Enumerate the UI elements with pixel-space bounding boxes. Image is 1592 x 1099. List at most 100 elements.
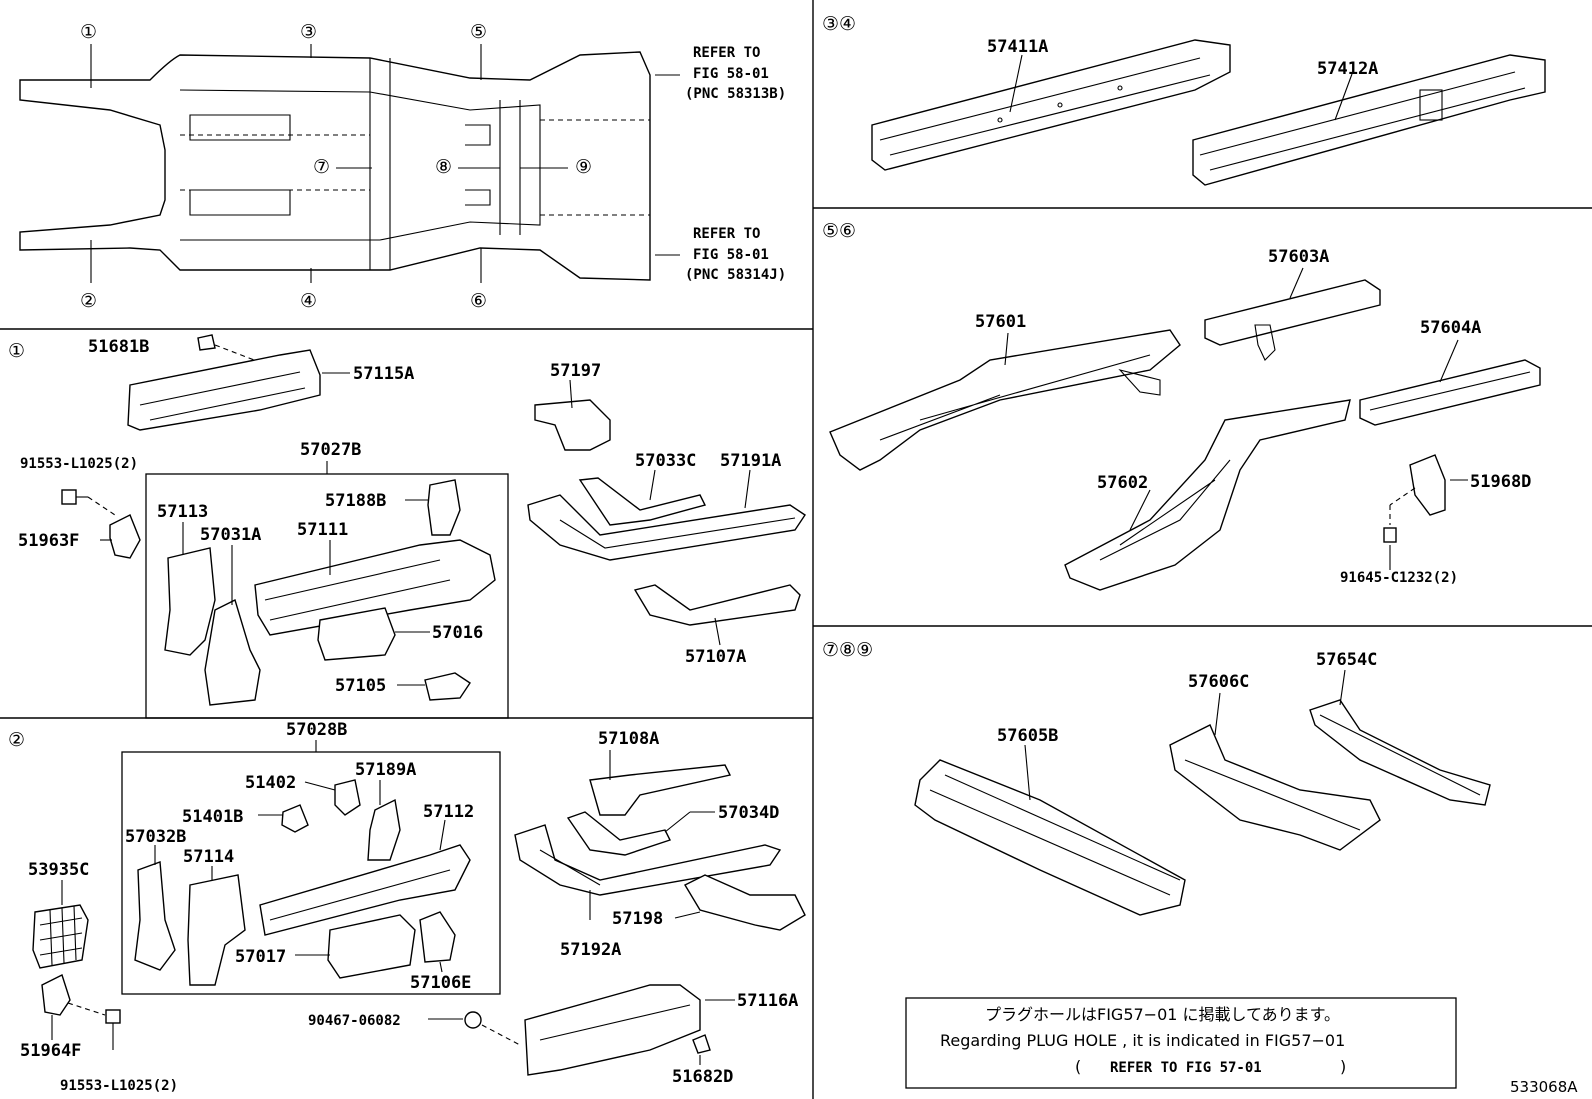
crossmember-57606C	[1169, 692, 1381, 851]
label-51964F: 51964F	[20, 1041, 81, 1061]
label-57603A: 57603A	[1268, 247, 1329, 267]
label-57115A: 57115A	[353, 364, 414, 384]
label-51681B: 51681B	[88, 337, 149, 357]
callout-7: ⑦	[313, 156, 330, 178]
label-57033C: 57033C	[635, 451, 696, 471]
rail-57412A	[1192, 54, 1546, 186]
plug-hole-note: プラグホールはFIG57−01 に掲載してあります。 Regarding PLU…	[905, 997, 1457, 1089]
bracket-51964F	[41, 974, 121, 1050]
label-57411A: 57411A	[987, 37, 1048, 57]
label-51682D: 51682D	[672, 1067, 733, 1087]
label-91553-b: 91553-L1025(2)	[60, 1078, 178, 1094]
label-51402: 51402	[245, 773, 296, 793]
label-57107A: 57107A	[685, 647, 746, 667]
label-57606C: 57606C	[1188, 672, 1249, 692]
illustration-code: 533068A	[1510, 1078, 1578, 1096]
bracket-57017	[295, 914, 416, 979]
bracket-51682D	[692, 1034, 711, 1065]
bolt-91553-1	[61, 489, 116, 516]
label-57605B: 57605B	[997, 726, 1058, 746]
member-57601	[829, 329, 1181, 471]
bracket-57032B	[134, 845, 176, 971]
label-57197: 57197	[550, 361, 601, 381]
label-57116A: 57116A	[737, 991, 798, 1011]
callout-5: ⑤	[470, 21, 487, 43]
bracket-57197	[534, 379, 611, 451]
label-57602: 57602	[1097, 473, 1148, 493]
member-57115A	[127, 349, 350, 431]
label-57034D: 57034D	[718, 803, 779, 823]
bracket-57189A	[367, 780, 401, 861]
callout-9: ⑨	[575, 156, 592, 178]
member-57034D	[566, 811, 715, 856]
label-57031A: 57031A	[200, 525, 261, 545]
bracket-51401B	[258, 804, 309, 833]
label-57106E: 57106E	[410, 973, 471, 993]
bracket-57016	[317, 607, 430, 661]
label-57032B: 57032B	[125, 827, 186, 847]
note-ref: REFER TO FIG 57-01	[1110, 1060, 1262, 1076]
bracket-51402	[304, 779, 361, 816]
section-label-56: ⑤⑥	[822, 220, 856, 242]
callout-6: ⑥	[470, 290, 487, 312]
callout-1: ①	[80, 21, 97, 43]
label-51968D: 51968D	[1470, 472, 1531, 492]
member-57033C	[578, 469, 707, 526]
label-57017: 57017	[235, 947, 286, 967]
member-57603A	[1204, 267, 1381, 361]
member-57604A	[1359, 339, 1541, 426]
bracket-51968D	[1383, 454, 1468, 570]
note-en: Regarding PLUG HOLE , it is indicated in…	[940, 1031, 1345, 1050]
section-label-2: ②	[8, 729, 25, 751]
bracket-57105	[397, 672, 471, 701]
callout-4: ④	[300, 290, 317, 312]
label-57191A: 57191A	[720, 451, 781, 471]
label-51963F: 51963F	[18, 531, 79, 551]
label-90467: 90467-06082	[308, 1013, 401, 1029]
bracket-57198	[674, 874, 806, 931]
member-57111	[254, 539, 496, 636]
section-label-1: ①	[8, 340, 25, 362]
member-57108A	[589, 750, 732, 816]
label-57192A: 57192A	[560, 940, 621, 960]
label-57108A: 57108A	[598, 729, 659, 749]
label-57198: 57198	[612, 909, 663, 929]
refer-top-line1: REFER TO	[693, 45, 760, 61]
callout-8: ⑧	[435, 156, 452, 178]
overview-callouts: ① ② ③ ④ ⑤ ⑥ ⑦ ⑧ ⑨ REFER TO FIG 58-01 (PN…	[80, 21, 786, 312]
label-57027B: 57027B	[300, 440, 361, 460]
member-57116A	[524, 984, 735, 1076]
refer-bottom-line3: (PNC 58314J)	[685, 267, 786, 283]
bolt-90467	[428, 1011, 521, 1046]
label-91553-a: 91553-L1025(2)	[20, 456, 138, 472]
note-jp: プラグホールはFIG57−01 に掲載してあります。	[985, 1005, 1340, 1024]
bracket-57106E	[419, 911, 456, 973]
label-57111: 57111	[297, 520, 348, 540]
label-57189A: 57189A	[355, 760, 416, 780]
refer-bottom-line1: REFER TO	[693, 226, 760, 242]
label-51401B: 51401B	[182, 807, 243, 827]
refer-bottom-line2: FIG 58-01	[693, 247, 769, 263]
member-57107A	[633, 584, 801, 646]
part-53935C	[32, 880, 89, 969]
label-57016: 57016	[432, 623, 483, 643]
note-ref-open: (	[1075, 1057, 1081, 1076]
callout-3: ③	[300, 21, 317, 43]
bracket-57113	[164, 522, 216, 656]
group-box-57028B	[121, 751, 501, 995]
crossmember-57605B	[914, 744, 1186, 916]
label-57112: 57112	[423, 802, 474, 822]
bracket-51963F	[100, 514, 141, 559]
label-57105: 57105	[335, 676, 386, 696]
label-57601: 57601	[975, 312, 1026, 332]
bracket-57031A	[204, 545, 261, 706]
label-57604A: 57604A	[1420, 318, 1481, 338]
member-57191A	[527, 469, 806, 561]
bracket-57188B	[405, 479, 461, 536]
label-91645: 91645-C1232(2)	[1340, 570, 1458, 586]
label-57114: 57114	[183, 847, 234, 867]
refer-top-line3: (PNC 58313B)	[685, 86, 786, 102]
bracket-57114	[187, 866, 246, 986]
label-53935C: 53935C	[28, 860, 89, 880]
section-label-34: ③④	[822, 13, 856, 35]
